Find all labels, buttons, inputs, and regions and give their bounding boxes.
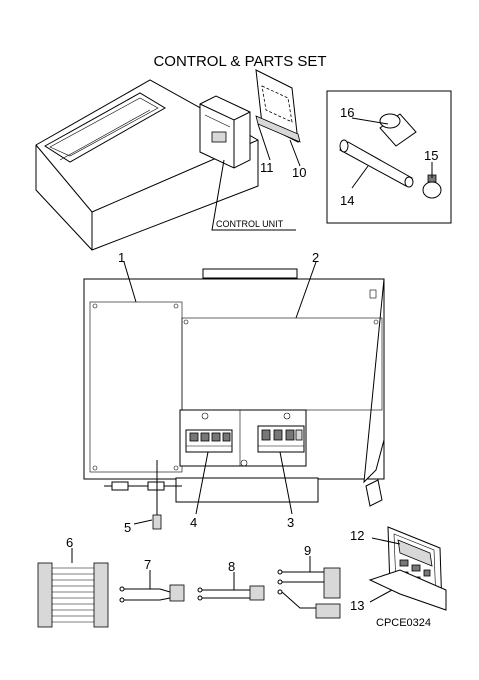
callout-1: 1 xyxy=(118,250,125,265)
callout-4: 4 xyxy=(190,515,197,530)
callout-16: 16 xyxy=(340,105,354,120)
callout-6: 6 xyxy=(66,535,73,550)
callout-3: 3 xyxy=(287,515,294,530)
callout-5: 5 xyxy=(124,520,131,535)
terminal-block-right xyxy=(257,425,305,453)
drain-hose-drawing xyxy=(339,139,414,188)
cover-plate-drawing xyxy=(255,69,301,143)
callout-11: 11 xyxy=(260,160,274,175)
harness-9-drawing xyxy=(277,567,341,619)
callout-13: 13 xyxy=(350,598,364,613)
drawing-code: CPCE0324 xyxy=(376,617,431,629)
callout-10: 10 xyxy=(292,165,306,180)
control-unit-label: CONTROL UNIT xyxy=(216,219,284,229)
parts-inset-frame xyxy=(326,90,452,224)
callout-9: 9 xyxy=(304,543,311,558)
callout-12: 12 xyxy=(350,528,364,543)
terminal-block-left xyxy=(185,429,233,453)
callout-8: 8 xyxy=(228,559,235,574)
panel-bracket xyxy=(365,479,383,507)
harness-7-drawing xyxy=(119,584,185,603)
leader-lines xyxy=(71,117,433,603)
remote-holder-drawing xyxy=(368,569,447,611)
sleeve-drawing xyxy=(379,113,417,147)
harness-6-drawing xyxy=(37,562,109,628)
fuse-lead-drawing xyxy=(104,460,182,530)
callout-14: 14 xyxy=(340,193,354,208)
diagram-title: CONTROL & PARTS SET xyxy=(153,53,326,70)
callout-7: 7 xyxy=(144,557,151,572)
control-box-drawing xyxy=(199,95,251,169)
control-panel-drawing xyxy=(83,268,385,503)
hose-clamp-drawing xyxy=(422,174,442,199)
callout-2: 2 xyxy=(312,250,319,265)
harness-8-drawing xyxy=(197,585,265,601)
callout-15: 15 xyxy=(424,148,438,163)
